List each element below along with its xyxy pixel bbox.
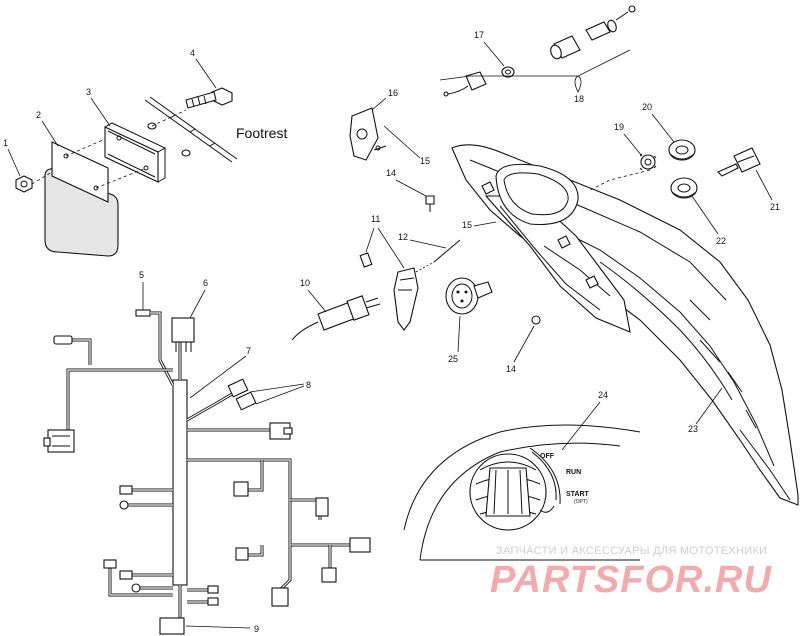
- callout-16: 16: [371, 88, 398, 111]
- bolt: [185, 87, 233, 109]
- svg-text:14: 14: [386, 168, 396, 178]
- callout-21: 21: [755, 169, 780, 212]
- watermark-tagline: ЗАПЧАСТИ И АКСЕССУАРЫ ДЛЯ МОТОТЕХНИКИ: [496, 545, 767, 557]
- nut: [15, 175, 33, 193]
- ignition-switch: [445, 277, 493, 315]
- callout-22: 22: [691, 195, 726, 246]
- svg-text:12: 12: [398, 232, 408, 242]
- console-hood: [451, 144, 799, 506]
- spring-pin: [415, 239, 461, 273]
- svg-text:25: 25: [448, 354, 458, 364]
- svg-text:11: 11: [371, 214, 380, 224]
- callout-6: 6: [189, 278, 208, 319]
- callout-14a: 14: [386, 168, 427, 197]
- callout-11: 11: [365, 214, 405, 269]
- svg-text:24: 24: [598, 390, 608, 400]
- socket-18b: [585, 5, 636, 41]
- callout-1: 1: [3, 138, 21, 177]
- callout-7: 7: [189, 346, 251, 399]
- connector-9: [159, 617, 185, 635]
- nut-20: [668, 139, 696, 161]
- svg-text:15: 15: [420, 156, 430, 166]
- svg-text:5: 5: [139, 270, 144, 280]
- left-connector: [47, 429, 75, 453]
- roll-pin: [359, 252, 373, 268]
- callout-10: 10: [300, 278, 327, 313]
- svg-text:15: 15: [462, 220, 472, 230]
- svg-text:6: 6: [203, 278, 208, 288]
- callout-5: 5: [139, 270, 144, 310]
- svg-text:8: 8: [306, 380, 311, 390]
- screw-14b: [531, 315, 541, 325]
- svg-text:9: 9: [254, 624, 259, 634]
- svg-text:2: 2: [36, 110, 41, 120]
- switch-start-note: (OPT): [574, 499, 588, 505]
- callout-2: 2: [36, 110, 59, 147]
- callout-18: 18: [439, 49, 631, 104]
- callout-9: 9: [185, 624, 259, 634]
- switch-panel-detail: [403, 424, 641, 561]
- callout-3: 3: [86, 87, 111, 127]
- switch-run-label: RUN: [566, 469, 581, 476]
- callout-8: 8: [249, 380, 311, 405]
- svg-text:4: 4: [190, 48, 195, 58]
- callout-20: 20: [642, 102, 675, 143]
- svg-text:23: 23: [688, 424, 698, 434]
- callout-25: 25: [448, 315, 461, 364]
- choke-cable: [291, 295, 381, 341]
- footrest-label: Footrest: [236, 125, 287, 141]
- bulb-17: [443, 71, 487, 97]
- connector-6: [171, 317, 195, 343]
- svg-text:14: 14: [506, 364, 516, 374]
- svg-text:22: 22: [716, 236, 726, 246]
- callout-4: 4: [190, 48, 217, 89]
- svg-text:1: 1: [3, 138, 8, 148]
- switch-start-label: START: [566, 491, 590, 498]
- grommet-17: [501, 66, 515, 78]
- callout-24: 24: [561, 390, 608, 451]
- footrest-edge: [144, 96, 238, 163]
- screw-14a: [425, 195, 435, 212]
- svg-text:19: 19: [614, 122, 624, 132]
- watermark-brand: PARTSFOR.RU: [490, 559, 772, 601]
- svg-text:16: 16: [388, 88, 398, 98]
- callout-19: 19: [614, 122, 643, 157]
- tail-light-assembly: [15, 87, 238, 257]
- svg-text:7: 7: [246, 346, 251, 356]
- socket-18a: [550, 35, 581, 60]
- callout-15b: 15: [462, 220, 497, 230]
- callout-15a: 15: [383, 125, 430, 166]
- callout-14b: 14: [506, 325, 535, 374]
- callout-17: 17: [474, 30, 505, 67]
- svg-text:21: 21: [770, 202, 780, 212]
- ignition-key-21: [717, 147, 761, 177]
- choke-knob: [393, 267, 419, 331]
- bezel-22: [670, 177, 698, 199]
- svg-text:3: 3: [86, 87, 91, 97]
- svg-text:18: 18: [574, 94, 584, 104]
- callout-23: 23: [688, 387, 723, 434]
- svg-text:10: 10: [300, 278, 310, 288]
- callout-12: 12: [398, 232, 447, 249]
- washer: [181, 149, 191, 157]
- switch-off-label: OFF: [540, 453, 555, 460]
- svg-text:20: 20: [642, 102, 652, 112]
- bracket-16: [349, 107, 387, 161]
- svg-text:17: 17: [474, 30, 484, 40]
- wiring-harness: [43, 309, 371, 635]
- lock-washer-19: [639, 153, 657, 171]
